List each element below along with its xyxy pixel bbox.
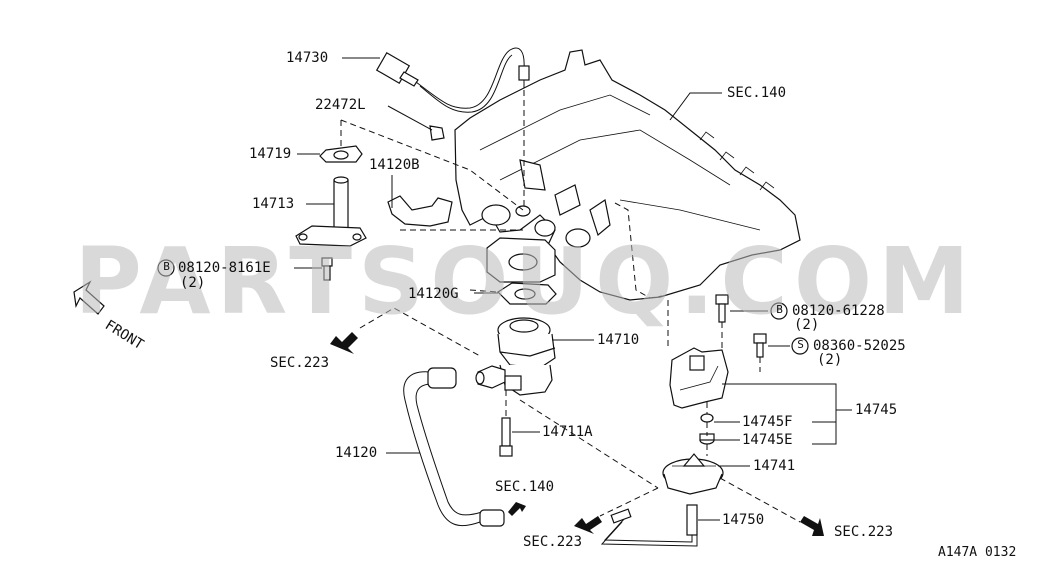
label-sec140-bottom: SEC.140	[495, 479, 555, 495]
label-14750: 14750	[722, 512, 765, 528]
bolt-08120-8161E	[321, 257, 333, 281]
egr-adaptor	[486, 237, 556, 283]
bolt-14711A	[499, 417, 513, 457]
egr-valve-14710	[475, 317, 556, 396]
label-08120-8161E: 08120-8161E	[178, 260, 271, 276]
screw-08360-52025	[753, 333, 767, 358]
bolt-marks	[157, 259, 809, 355]
label-sec223-left: SEC.223	[270, 355, 330, 371]
bolt-mark-b-left: B	[163, 260, 170, 273]
bolt-mark-s: S	[797, 338, 804, 351]
gasket-14120G	[497, 282, 557, 305]
label-14120G: 14120G	[408, 286, 459, 302]
label-08120-61228-qty: (2)	[794, 317, 820, 333]
label-sec223-right: SEC.223	[834, 524, 894, 540]
intake-manifold	[454, 49, 801, 301]
label-08360-52025-qty: (2)	[817, 352, 843, 368]
sensor-14730	[375, 47, 530, 113]
label-14711A: 14711A	[542, 424, 593, 440]
leader-lines	[294, 57, 852, 521]
label-14719: 14719	[249, 146, 292, 162]
clip-22472L	[429, 125, 445, 141]
tube-14713	[295, 176, 367, 247]
label-08120-8161E-qty: (2)	[180, 275, 206, 291]
bracket-14120B	[387, 195, 453, 227]
label-14745: 14745	[855, 402, 898, 418]
label-14120: 14120	[335, 445, 378, 461]
bolt-mark-b-right: B	[776, 303, 783, 316]
sec140-bottom-arrow-icon	[506, 502, 526, 516]
bolt-08120-61228	[715, 294, 729, 323]
sec223-left-arrow-icon	[330, 332, 358, 354]
label-22472L: 22472L	[315, 97, 366, 113]
washer-14745F	[700, 413, 714, 423]
label-14710: 14710	[597, 332, 640, 348]
sec223-bottom-arrow-icon	[574, 516, 602, 534]
assembly-lines	[340, 90, 801, 523]
label-sec140-top: SEC.140	[727, 85, 787, 101]
sec223-right-arrow-icon	[800, 516, 824, 536]
control-valve-14741	[662, 453, 724, 495]
diagram-id: A147A 0132	[938, 545, 1017, 560]
hose-14750	[600, 504, 698, 547]
gasket-14719	[319, 145, 363, 163]
label-sec223-bottom: SEC.223	[523, 534, 583, 550]
label-14745F: 14745F	[742, 414, 793, 430]
label-08120-61228: 08120-61228	[792, 303, 885, 319]
label-14745E: 14745E	[742, 432, 793, 448]
egr-tube-14120	[403, 367, 505, 527]
label-14730: 14730	[286, 50, 329, 66]
bracket-14745	[669, 347, 729, 409]
front-arrow-icon	[73, 280, 105, 315]
label-14120B: 14120B	[369, 157, 420, 173]
label-14713: 14713	[252, 196, 295, 212]
label-08360-52025: 08360-52025	[813, 338, 906, 354]
label-14741: 14741	[753, 458, 796, 474]
